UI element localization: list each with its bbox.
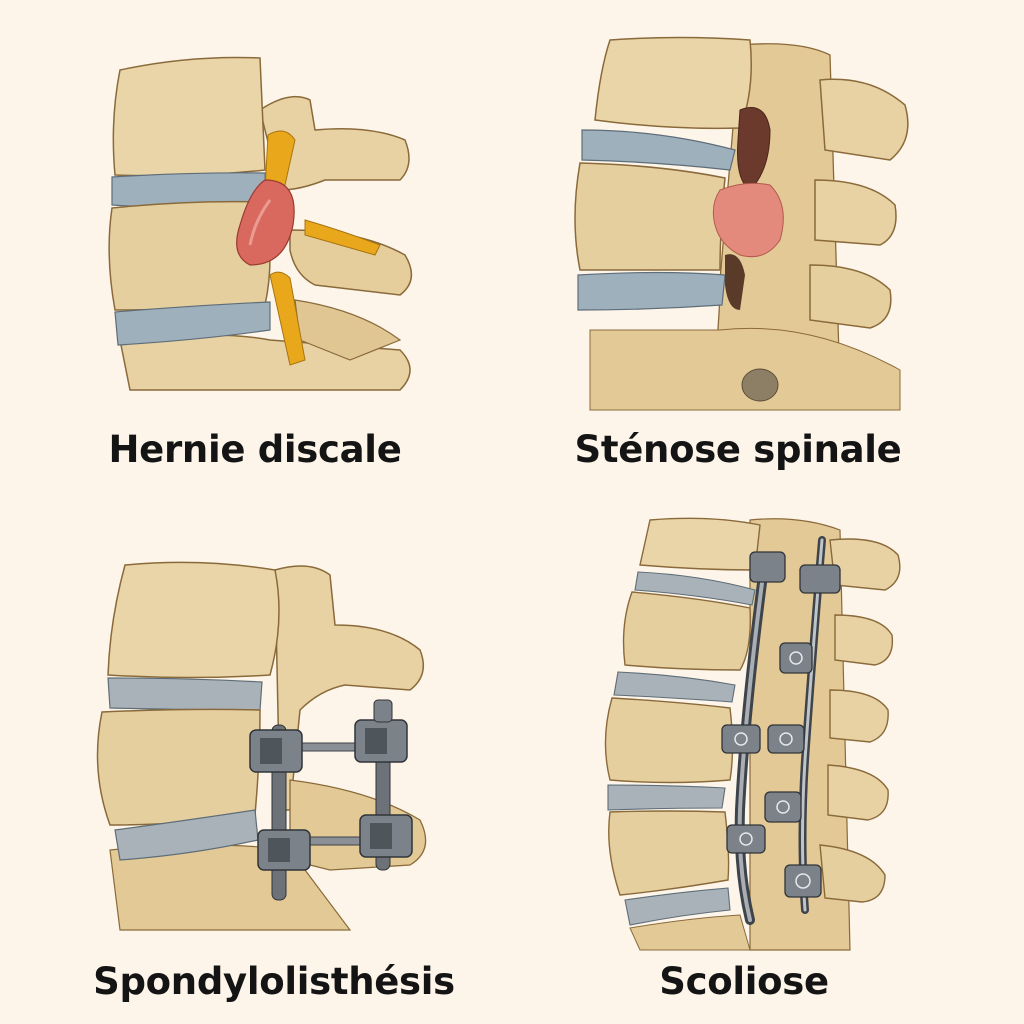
spinous-process — [274, 565, 425, 811]
upper-vertebral-body — [112, 56, 266, 177]
spinous-process-1 — [819, 78, 909, 161]
middle-vertebral-body — [574, 162, 726, 271]
panel-stenose-spinale — [570, 30, 930, 411]
narrowed-foramen — [737, 107, 771, 191]
vertebral-body-3 — [604, 697, 734, 784]
vertebral-body-2 — [622, 591, 751, 671]
spinous-process-2 — [834, 614, 894, 666]
disc-1 — [634, 571, 756, 606]
lower-foramen — [725, 254, 745, 310]
lower-disc — [114, 301, 271, 346]
nerve-root-upper — [264, 130, 296, 191]
herniated-disc-illustration — [108, 56, 413, 391]
upper-vertebral-body — [594, 36, 752, 130]
upper-spinous-process — [259, 95, 410, 191]
exiting-nerve — [304, 219, 381, 256]
spinous-process-3 — [829, 689, 889, 743]
scoliosis-fixation-illustration — [604, 517, 901, 951]
spinous-process-2 — [814, 179, 897, 246]
vertebral-body-1 — [639, 517, 761, 571]
panel-hernie-discale — [100, 40, 430, 400]
spinal-canal-opening — [741, 368, 779, 402]
panel-spondylolisthesis — [90, 550, 440, 931]
lower-disc — [577, 271, 726, 311]
upper-disc — [107, 677, 263, 711]
screw-clamp — [721, 551, 841, 898]
disc-2 — [613, 671, 736, 703]
slipped-vertebral-body — [96, 708, 261, 826]
caption-stenose-spinale: Sténose spinale — [574, 428, 902, 471]
spinous-process-4 — [827, 764, 889, 821]
spinous-process-1 — [829, 538, 901, 591]
spinous-process-3 — [809, 264, 892, 329]
spinal-stenosis-illustration — [574, 36, 909, 411]
caption-scoliose: Scoliose — [659, 960, 829, 1003]
inflamed-tissue — [712, 182, 784, 258]
disc-3 — [607, 784, 726, 811]
upper-disc — [581, 129, 736, 171]
caption-hernie-discale: Hernie discale — [108, 428, 402, 471]
spinous-process-5 — [819, 844, 886, 903]
vertebral-body-4 — [608, 810, 730, 896]
nerve-root-lower — [269, 271, 306, 366]
spondylolisthesis-illustration — [96, 561, 427, 931]
caption-spondylolisthesis: Spondylolisthésis — [93, 960, 455, 1003]
panel-scoliose — [600, 510, 920, 951]
upper-vertebral-body — [107, 561, 280, 679]
disc-4 — [624, 887, 731, 926]
